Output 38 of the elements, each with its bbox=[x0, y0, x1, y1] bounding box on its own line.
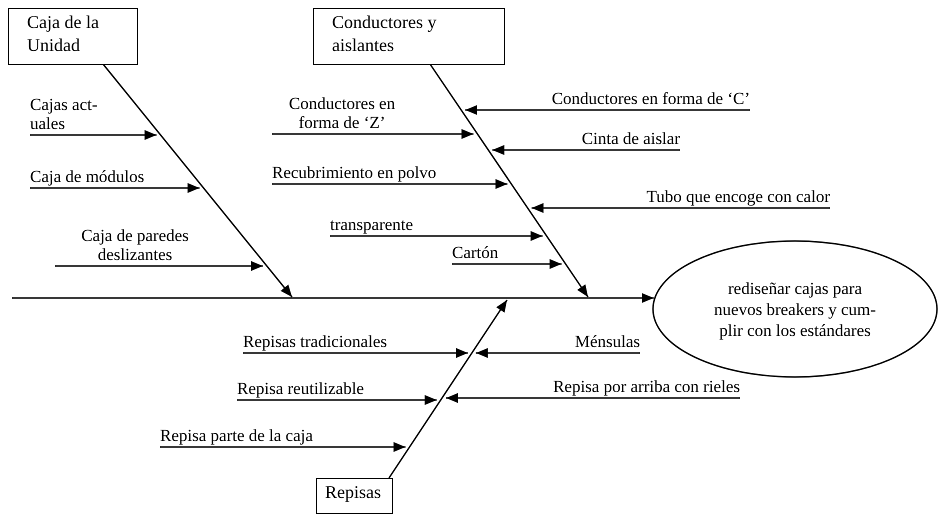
cause-label: Cartón bbox=[452, 243, 498, 264]
cause-label: Conductores en forma de ‘C’ bbox=[552, 89, 750, 110]
arrow bbox=[160, 442, 406, 452]
bone-arrow bbox=[429, 64, 589, 298]
arrow bbox=[272, 129, 474, 139]
arrow bbox=[492, 145, 680, 155]
arrow bbox=[243, 348, 468, 358]
category-box: Conductores y aislantes bbox=[313, 8, 505, 65]
arrow bbox=[330, 231, 543, 241]
cause-label: Repisa parte de la caja bbox=[160, 426, 313, 447]
cause-label: Caja de módulos bbox=[30, 167, 144, 188]
cause-label: Repisas tradicionales bbox=[243, 332, 387, 353]
cause-label: Caja de paredes deslizantes bbox=[55, 226, 215, 266]
cause-label: transparente bbox=[330, 215, 414, 236]
bone-arrow bbox=[388, 300, 508, 478]
cause-label: Ménsulas bbox=[574, 332, 640, 353]
arrow bbox=[30, 130, 157, 140]
arrow bbox=[532, 203, 830, 213]
arrow bbox=[452, 259, 562, 269]
category-box: Repisas bbox=[316, 478, 393, 514]
arrow bbox=[476, 348, 640, 358]
cause-label: Cajas act- uales bbox=[30, 95, 110, 135]
spine-arrow bbox=[12, 293, 654, 303]
arrow bbox=[272, 179, 508, 189]
category-box: Caja de la Unidad bbox=[8, 8, 138, 65]
cause-label: Repisa reutilizable bbox=[237, 379, 364, 400]
arrow bbox=[237, 395, 437, 405]
arrow bbox=[446, 393, 740, 403]
effect-ellipse: rediseñar cajas para nuevos breakers y cum- plir con los estándares bbox=[652, 240, 938, 378]
cause-label: Tubo que encoge con calor bbox=[646, 187, 830, 208]
cause-label: Conductores en forma de ‘Z’ bbox=[272, 94, 412, 134]
bone-arrow bbox=[102, 64, 293, 298]
arrow bbox=[55, 261, 263, 271]
arrow bbox=[465, 105, 750, 115]
cause-label: Recubrimiento en polvo bbox=[272, 163, 436, 184]
cause-label: Repisa por arriba con rieles bbox=[553, 377, 740, 398]
cause-label: Cinta de aislar bbox=[582, 129, 680, 150]
arrow bbox=[30, 183, 200, 193]
